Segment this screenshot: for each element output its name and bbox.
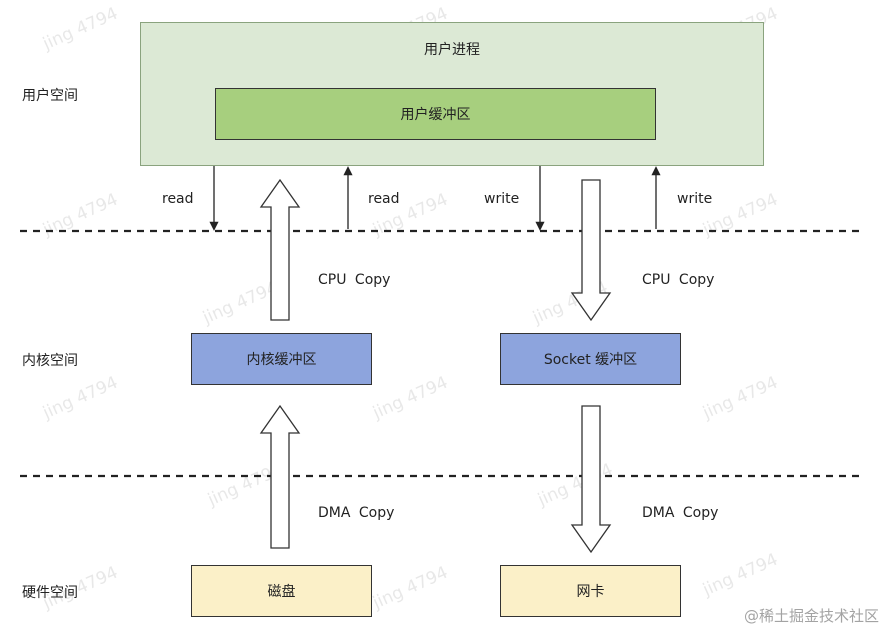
nic-box: 网卡 [500, 565, 681, 617]
nic-label: 网卡 [576, 584, 605, 600]
cpu-copy-right-label: CPU Copy [642, 272, 715, 288]
socket-buffer-box: Socket 缓冲区 [500, 333, 681, 385]
write-return-label: write [677, 191, 713, 207]
cpu-copy-down-arrow [570, 179, 612, 322]
kernel-buffer-label: 内核缓冲区 [246, 352, 317, 368]
disk-label: 磁盘 [267, 584, 296, 600]
dma-copy-right-label: DMA Copy [642, 505, 719, 521]
hardware-space-label: 硬件空间 [22, 585, 78, 601]
dma-copy-down-arrow [570, 405, 612, 554]
dma-copy-up-arrow [259, 404, 301, 549]
user-space-label: 用户空间 [22, 88, 78, 104]
kernel-space-label: 内核空间 [22, 353, 78, 369]
socket-buffer-label: Socket 缓冲区 [543, 352, 638, 368]
disk-box: 磁盘 [191, 565, 372, 617]
read-return-label: read [368, 191, 400, 207]
kernel-buffer-box: 内核缓冲区 [191, 333, 372, 385]
cpu-copy-left-label: CPU Copy [318, 272, 391, 288]
cpu-copy-up-arrow [259, 178, 301, 321]
read-call-label: read [162, 191, 194, 207]
source-watermark: @稀土掘金技术社区 [743, 607, 879, 625]
dma-copy-left-label: DMA Copy [318, 505, 395, 521]
user-buffer-label: 用户缓冲区 [400, 107, 471, 123]
user-buffer-box: 用户缓冲区 [215, 88, 656, 140]
user-process-label: 用户进程 [424, 42, 480, 58]
write-call-label: write [484, 191, 520, 207]
